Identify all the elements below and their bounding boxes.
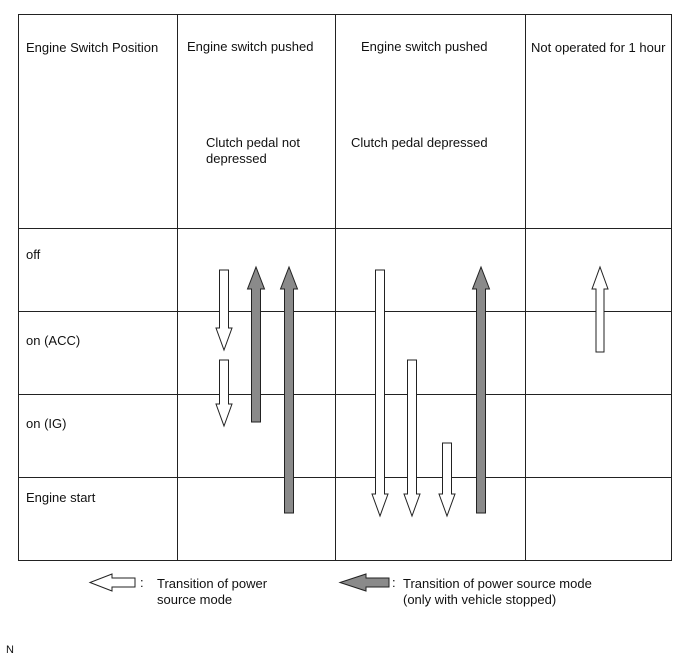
white-arrow-ig-to-engine-start xyxy=(438,442,456,518)
footer-mark: N xyxy=(6,644,14,656)
legend-white-sep: : xyxy=(140,575,144,590)
row-label-ig: on (IG) xyxy=(26,416,67,431)
legend-gray-sep: : xyxy=(392,575,396,590)
table-grid xyxy=(18,14,672,561)
header-engine-switch-pushed-2: Engine switch pushed xyxy=(361,39,488,54)
row-label-off: off xyxy=(26,247,41,262)
gray-arrow-engine-start-to-off xyxy=(279,265,299,514)
clutch-depressed-label: Clutch pedal depressed xyxy=(351,135,488,150)
white-arrow-acc-to-off xyxy=(591,265,609,353)
gray-arrow-ig-to-off xyxy=(246,265,266,423)
white-arrow-off-to-engine-start xyxy=(371,269,389,518)
white-arrow-acc-to-engine-start xyxy=(403,359,421,518)
legend-gray-text: Transition of power source mode (only wi… xyxy=(403,576,592,607)
header-not-operated: Not operated for 1 hour xyxy=(531,40,666,55)
legend-gray-arrow-icon xyxy=(338,573,390,592)
row-label-engine-start: Engine start xyxy=(26,490,96,505)
gray-arrow-engine-start-to-off-clutch xyxy=(471,265,491,514)
white-arrow-off-to-acc xyxy=(215,269,233,352)
legend-white-text: Transition of power source mode xyxy=(157,576,268,607)
clutch-not-depressed-label: Clutch pedal not depressed xyxy=(206,135,300,166)
header-engine-switch-position: Engine Switch Position xyxy=(26,40,159,55)
row-label-acc: on (ACC) xyxy=(26,333,81,348)
white-arrow-acc-to-ig xyxy=(215,359,233,428)
legend-white-arrow-icon xyxy=(88,573,136,592)
header-engine-switch-pushed-1: Engine switch pushed xyxy=(187,39,314,54)
